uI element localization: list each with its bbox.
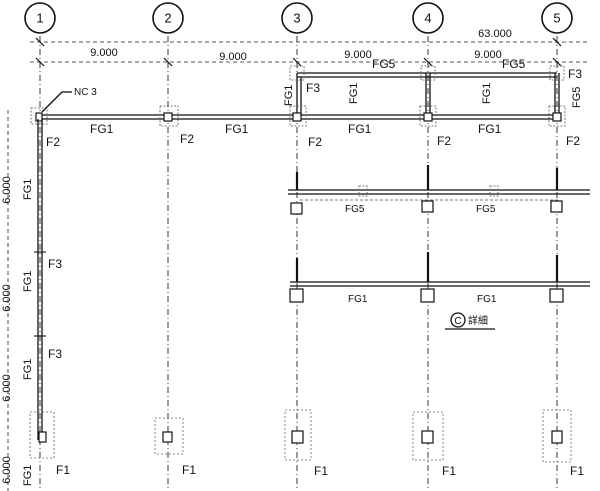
column-4-low xyxy=(420,288,435,303)
dim-bay-4-5: 9.000 xyxy=(474,49,502,61)
grid-bubble-4: 4 xyxy=(412,2,444,34)
footing-4 xyxy=(412,411,444,461)
footing-2 xyxy=(154,417,184,455)
label-f3-left-a: F3 xyxy=(48,257,62,271)
grid-lines xyxy=(39,36,558,491)
label-fg1-col1-a: FG1 xyxy=(22,179,34,200)
label-fg1-bay45: FG1 xyxy=(478,122,502,136)
left-dimensions: 6.000 6.000 6.000 6.000 xyxy=(1,110,13,491)
label-f1-col1: F1 xyxy=(56,463,70,477)
section-mark-letter: C xyxy=(454,316,461,327)
label-fg5-mid-34: FG5 xyxy=(345,204,365,215)
lower-beam-row-fg1 xyxy=(289,252,590,303)
mid-beam-row-fg5 xyxy=(288,165,590,215)
column-3-top xyxy=(289,105,307,127)
label-f1-col2: F1 xyxy=(182,463,196,477)
column-5-low xyxy=(549,288,564,303)
label-f2-col2: F2 xyxy=(180,132,194,146)
member-labels: FG1 FG1 FG1 FG1 FG5 FG5 FG5 FG5 FG1 FG1 xyxy=(90,57,526,305)
label-fg1-bay23: FG1 xyxy=(225,122,249,136)
grid-bubble-1: 1 xyxy=(24,2,56,34)
grid-bubble-5: 5 xyxy=(541,2,573,34)
section-mark-text: 詳細 xyxy=(468,314,488,327)
label-f1-col4: F1 xyxy=(442,464,456,478)
label-f3-col3-top: F3 xyxy=(306,81,320,95)
dim-left-4: 6.000 xyxy=(1,456,13,484)
dim-left-2: 6.000 xyxy=(1,284,13,312)
column-3-mid xyxy=(290,202,303,215)
label-fg1-bay12: FG1 xyxy=(90,122,114,136)
footing-3 xyxy=(284,409,312,461)
column-5-top xyxy=(548,105,566,127)
grid-bubble-label: 2 xyxy=(164,11,171,26)
column-2-top xyxy=(159,105,179,127)
column-3-low xyxy=(289,288,304,303)
label-f3-left-b: F3 xyxy=(48,347,62,361)
section-mark: C 詳細 xyxy=(445,312,495,330)
top-dimensions: 63.000 9.000 9.000 9.000 9.000 xyxy=(30,28,590,67)
label-fg5-top-45: FG5 xyxy=(502,57,526,71)
label-fg5-mid-45: FG5 xyxy=(476,204,496,215)
nc3-callout: NC 3 xyxy=(41,87,97,113)
label-fg1-col1-b: FG1 xyxy=(22,271,34,292)
main-beam-row xyxy=(30,105,566,127)
label-f3-col5-top: F3 xyxy=(568,67,582,81)
label-fg1-upper-45: FG1 xyxy=(481,83,493,104)
label-fg1-col3-upper: FG1 xyxy=(283,85,295,106)
footing-labels: F2 F2 F2 F2 F2 F3 F3 F3 F3 F1 F1 F1 F1 F… xyxy=(46,67,584,478)
label-fg1-low-45: FG1 xyxy=(477,294,497,305)
grid-bubble-3: 3 xyxy=(281,2,313,34)
label-fg1-upper-34: FG1 xyxy=(348,83,360,104)
column-4-top xyxy=(419,105,437,127)
grid-bubble-2: 2 xyxy=(152,2,184,34)
label-f2-col1: F2 xyxy=(46,135,60,149)
bottom-footings xyxy=(29,409,572,463)
label-fg5-col5-upper: FG5 xyxy=(571,87,583,108)
label-f2-col5: F2 xyxy=(566,134,580,148)
left-column-line xyxy=(34,119,46,440)
grid-bubbles: 1 2 3 4 5 xyxy=(24,2,573,34)
grid-bubble-label: 4 xyxy=(424,11,431,26)
label-fg5-top-34: FG5 xyxy=(372,57,396,71)
upper-frame xyxy=(289,65,565,116)
dim-overall: 63.000 xyxy=(478,28,512,40)
column-5-mid xyxy=(550,200,563,213)
label-nc3: NC 3 xyxy=(74,87,97,98)
footing-5 xyxy=(542,409,572,463)
dim-left-3: 6.000 xyxy=(1,374,13,402)
grid-bubble-label: 5 xyxy=(553,11,560,26)
label-f2-col4: F2 xyxy=(437,134,451,148)
grid-bubble-label: 3 xyxy=(293,11,300,26)
label-fg1-low-34: FG1 xyxy=(348,294,368,305)
dim-bay-3-4: 9.000 xyxy=(344,49,372,61)
label-fg1-col1-c: FG1 xyxy=(22,359,34,380)
dim-bay-2-3: 9.000 xyxy=(219,51,247,63)
label-f1-col5: F1 xyxy=(570,464,584,478)
vertical-member-labels: FG1 FG1 FG1 FG1 FG1 FG1 FG1 FG5 xyxy=(22,83,583,486)
label-fg1-col1-d: FG1 xyxy=(22,465,34,486)
label-f2-col3: F2 xyxy=(308,135,322,149)
dim-bay-1-2: 9.000 xyxy=(90,47,118,59)
column-1-top xyxy=(30,107,48,125)
label-f1-col3: F1 xyxy=(314,464,328,478)
footing-1 xyxy=(29,411,55,459)
column-4-mid xyxy=(421,200,434,213)
grid-bubble-label: 1 xyxy=(36,11,43,26)
label-fg1-bay34: FG1 xyxy=(348,122,372,136)
dim-left-1: 6.000 xyxy=(1,176,13,204)
